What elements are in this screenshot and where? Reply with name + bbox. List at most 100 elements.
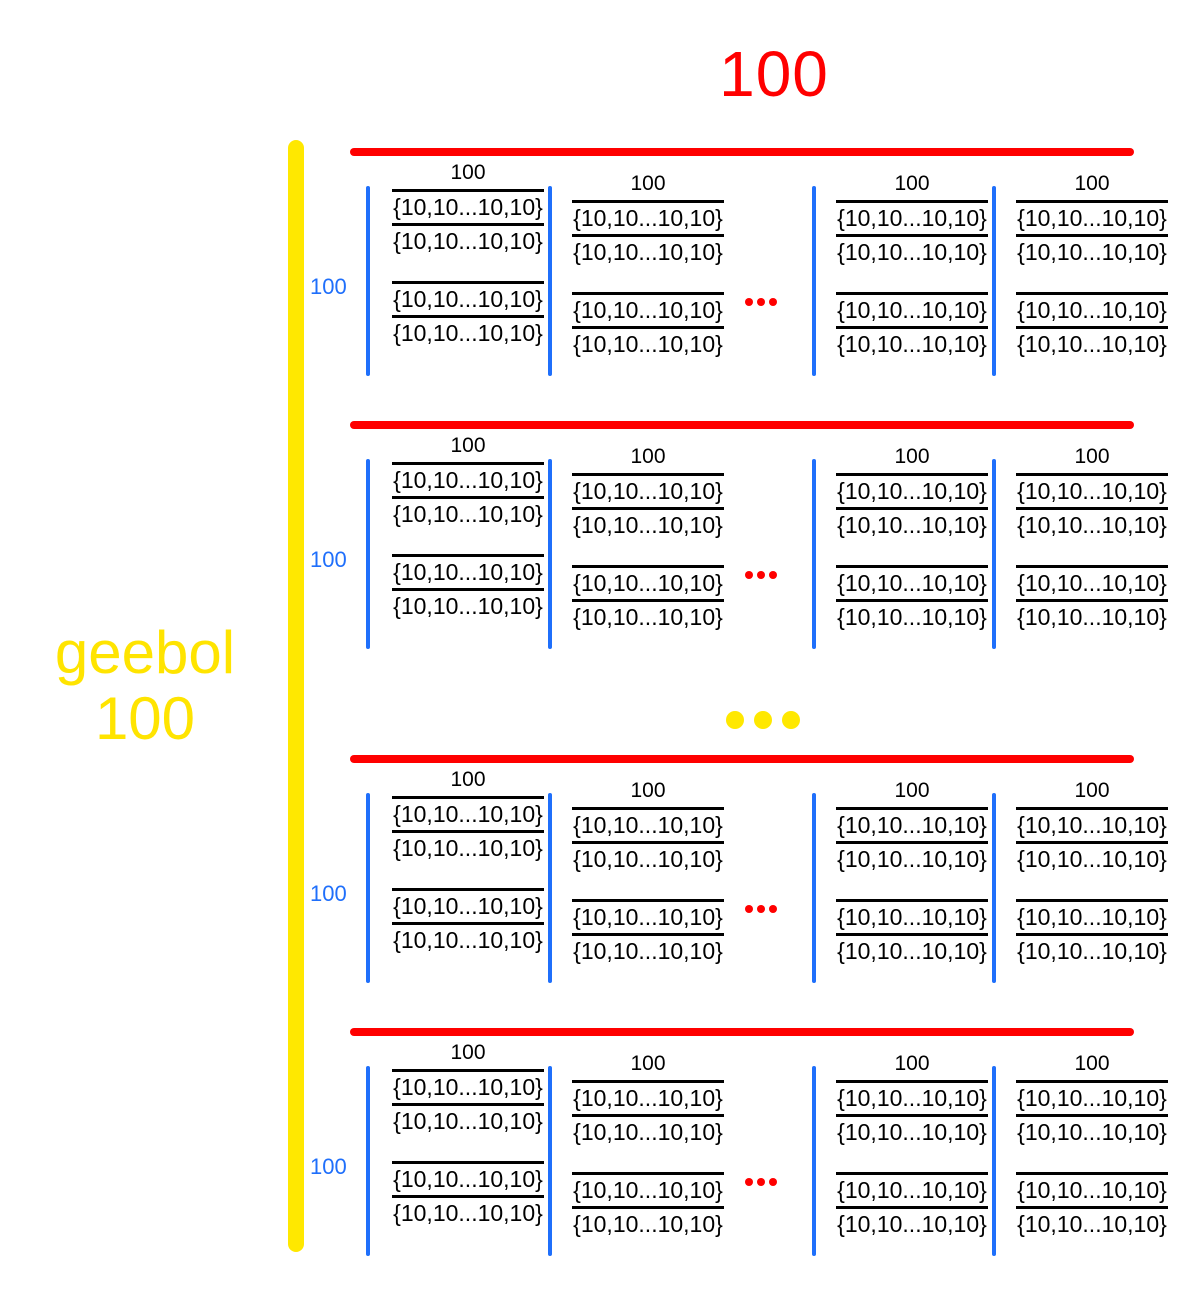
cell-count-label: 100: [894, 445, 930, 468]
cell-entry-value: {10,10...10,10}: [573, 478, 723, 504]
cell-entry-value: {10,10...10,10}: [1017, 1085, 1167, 1111]
cell-entry-value: {10,10...10,10}: [837, 570, 987, 596]
cell-entry: {10,10...10,10}: [836, 807, 988, 841]
cell-count-label: 100: [1074, 1052, 1110, 1075]
top-count-value: 100: [719, 38, 829, 110]
cell-entry: {10,10...10,10}: [836, 933, 988, 967]
cell-entry: {10,10...10,10}: [572, 1172, 724, 1206]
cell-entry-value: {10,10...10,10}: [837, 1177, 987, 1203]
cell-count-label: 100: [450, 434, 486, 457]
cell-entry: {10,10...10,10}: [836, 292, 988, 326]
row-separator: [350, 755, 1134, 763]
cell-entry: {10,10...10,10}: [572, 1080, 724, 1114]
row-count-label: 100: [310, 547, 347, 572]
cell-entry: {10,10...10,10}: [392, 189, 544, 223]
cell-entry-value: {10,10...10,10}: [837, 205, 987, 231]
cell-entry: {10,10...10,10}: [392, 1103, 544, 1137]
cell-entry-value: {10,10...10,10}: [1017, 512, 1167, 538]
cell-count-label: 100: [630, 779, 666, 802]
cell-entry: {10,10...10,10}: [392, 830, 544, 864]
cell-entry: {10,10...10,10}: [572, 565, 724, 599]
column-separator: [548, 186, 552, 376]
cell-entry: {10,10...10,10}: [836, 899, 988, 933]
cell-entry-value: {10,10...10,10}: [393, 467, 543, 493]
cell-entry: {10,10...10,10}: [1016, 200, 1168, 234]
cell-entry: {10,10...10,10}: [1016, 933, 1168, 967]
cell-entry-gap: [836, 875, 988, 899]
cell-entry-value: {10,10...10,10}: [837, 331, 987, 357]
cell-entry-value: {10,10...10,10}: [573, 1085, 723, 1111]
horizontal-ellipsis-icon: [745, 571, 777, 579]
column-separator: [548, 1066, 552, 1256]
cell-entry-gap: [392, 530, 544, 554]
top-count-label: 100: [0, 42, 1200, 106]
cell-content: 100 {10,10...10,10} {10,10...10,10} {10,…: [392, 1041, 544, 1229]
cell-content: 100 {10,10...10,10} {10,10...10,10} {10,…: [836, 1052, 988, 1240]
cell-entry: {10,10...10,10}: [836, 565, 988, 599]
cell-content: 100 {10,10...10,10} {10,10...10,10} {10,…: [392, 768, 544, 956]
cell-entry-value: {10,10...10,10}: [573, 938, 723, 964]
cell-entry: {10,10...10,10}: [572, 200, 724, 234]
cell-entry-value: {10,10...10,10}: [393, 1108, 543, 1134]
cell-entry-value: {10,10...10,10}: [837, 1119, 987, 1145]
cell-entry-value: {10,10...10,10}: [1017, 1177, 1167, 1203]
cell-entry-value: {10,10...10,10}: [837, 1211, 987, 1237]
cell-entry-value: {10,10...10,10}: [1017, 205, 1167, 231]
outer-brace-bar: [288, 140, 304, 1252]
outer-brace-label-line1: geebol: [54, 619, 236, 686]
column-separator: [992, 793, 996, 983]
cell-entry-value: {10,10...10,10}: [573, 812, 723, 838]
cell-entry: {10,10...10,10}: [392, 1069, 544, 1103]
cell-entry-gap: [392, 864, 544, 888]
cell-entry-value: {10,10...10,10}: [393, 801, 543, 827]
cell-entry: {10,10...10,10}: [836, 1080, 988, 1114]
row-separator: [350, 148, 1134, 156]
row-count-label: 100: [310, 274, 347, 299]
cell-count-label: 100: [1074, 445, 1110, 468]
cell-entry: {10,10...10,10}: [392, 496, 544, 530]
row-count-label: 100: [310, 1154, 347, 1179]
cell-entry: {10,10...10,10}: [836, 1114, 988, 1148]
cell-entry: {10,10...10,10}: [836, 507, 988, 541]
cell-entry: {10,10...10,10}: [1016, 1172, 1168, 1206]
cell-count-label: 100: [450, 1041, 486, 1064]
cell-entry: {10,10...10,10}: [572, 1114, 724, 1148]
cell-entry-gap: [836, 1148, 988, 1172]
cell-entry-value: {10,10...10,10}: [1017, 1211, 1167, 1237]
cell-entry-value: {10,10...10,10}: [1017, 904, 1167, 930]
cell-entry: {10,10...10,10}: [392, 554, 544, 588]
cell-entry: {10,10...10,10}: [836, 841, 988, 875]
cell-entry-value: {10,10...10,10}: [573, 239, 723, 265]
cell-entry: {10,10...10,10}: [1016, 599, 1168, 633]
cell-entry: {10,10...10,10}: [1016, 507, 1168, 541]
cell-entry-value: {10,10...10,10}: [1017, 812, 1167, 838]
horizontal-ellipsis-icon: [745, 298, 777, 306]
column-separator: [992, 1066, 996, 1256]
cell-content: 100 {10,10...10,10} {10,10...10,10} {10,…: [836, 445, 988, 633]
row-block: 100 100 {10,10...10,10} {10,10...10,10} …: [310, 148, 1168, 378]
column-separator: [548, 793, 552, 983]
cell-count-label: 100: [894, 1052, 930, 1075]
cell-entry-gap: [572, 1148, 724, 1172]
row-separator: [350, 1028, 1134, 1036]
cell-entry: {10,10...10,10}: [1016, 1114, 1168, 1148]
cell-entry-value: {10,10...10,10}: [1017, 570, 1167, 596]
cell-count-label: 100: [450, 161, 486, 184]
cell-entry-value: {10,10...10,10}: [837, 812, 987, 838]
cell-entry: {10,10...10,10}: [1016, 1080, 1168, 1114]
cell-entry-value: {10,10...10,10}: [573, 604, 723, 630]
cell-entry: {10,10...10,10}: [572, 234, 724, 268]
cell-entry-gap: [836, 268, 988, 292]
cell-entry-value: {10,10...10,10}: [837, 1085, 987, 1111]
row-columns: 100 {10,10...10,10} {10,10...10,10} {10,…: [350, 161, 1168, 378]
cell-count-label: 100: [630, 172, 666, 195]
row-columns: 100 {10,10...10,10} {10,10...10,10} {10,…: [350, 768, 1168, 985]
column-separator: [548, 459, 552, 649]
cell-entry-value: {10,10...10,10}: [837, 846, 987, 872]
cell-content: 100 {10,10...10,10} {10,10...10,10} {10,…: [836, 779, 988, 967]
cell-entry: {10,10...10,10}: [392, 1161, 544, 1195]
cell-entry-value: {10,10...10,10}: [1017, 331, 1167, 357]
cell-content: 100 {10,10...10,10} {10,10...10,10} {10,…: [572, 779, 724, 967]
cell-entry: {10,10...10,10}: [392, 223, 544, 257]
cell-content: 100 {10,10...10,10} {10,10...10,10} {10,…: [1016, 172, 1168, 360]
